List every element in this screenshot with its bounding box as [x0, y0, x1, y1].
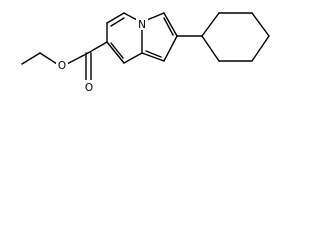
bond-c3-c2-inner [163, 17, 174, 36]
bond-n-c3 [146, 12, 165, 21]
bond-ester-o-c [66, 52, 89, 65]
bond-c3-c2 [163, 12, 178, 37]
bond-c2-c1 [163, 35, 178, 62]
bond-c5-n [123, 12, 138, 21]
bond-c1-c8a [141, 52, 165, 62]
bond-cy4-cy5 [251, 35, 270, 62]
bond-c6-c5-inner [110, 17, 125, 27]
carbonyl-oxygen-label: O [85, 82, 93, 94]
bond-cy1-cy2 [201, 12, 220, 37]
bond-c6-c5 [106, 12, 125, 24]
nitrogen-label: N [138, 19, 146, 31]
atom-ester-oxygen: O [56, 58, 68, 72]
atom-carbonyl-oxygen: O [83, 80, 95, 94]
bond-cy3-cy4 [251, 12, 270, 37]
bond-c8-c7 [106, 41, 125, 64]
bond-ethyl-ch2-o [39, 52, 58, 65]
bond-ethyl-ch3-ch2 [21, 52, 41, 65]
bond-cy6-cy1 [201, 35, 220, 62]
bond-c8a-c8 [123, 52, 143, 64]
bond-c1-c8a-inner [145, 50, 162, 58]
ester-oxygen-label: O [58, 60, 66, 72]
bond-carbonyl-ring [87, 41, 108, 54]
atom-nitrogen: N [136, 17, 148, 31]
bond-c8-c7-inner [110, 42, 124, 59]
chemical-structure: N O O [21, 12, 270, 94]
